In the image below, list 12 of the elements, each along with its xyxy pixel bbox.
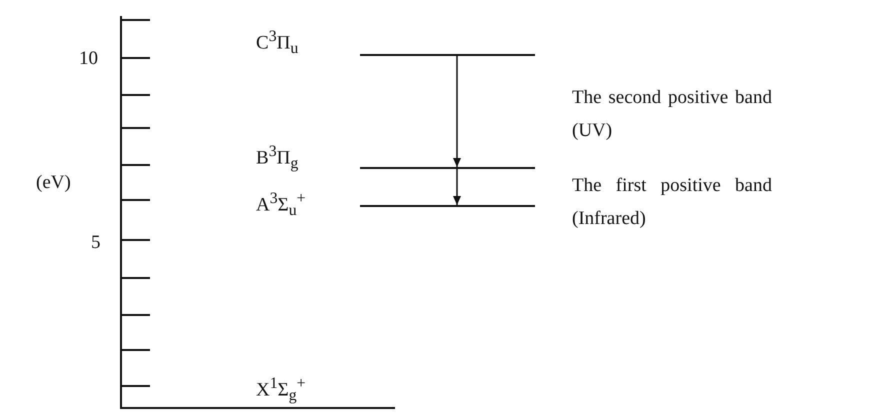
axis-value: 5 (91, 232, 100, 255)
axis-unit: (eV) (36, 172, 71, 195)
energy-level-line (360, 167, 535, 169)
energy-level-line (360, 54, 535, 56)
band-note: The first positive band (Infrared) (572, 174, 772, 231)
energy-level-line (360, 205, 535, 207)
axis-value: 10 (79, 48, 98, 71)
band-note: The second positive band (UV) (572, 86, 772, 143)
arrow (453, 169, 461, 205)
state-label: C$^{3}$Π$_{u}$ (256, 28, 298, 60)
arrow (453, 56, 461, 167)
state-label: B$^{3}$Π$_{g}$ (256, 143, 298, 174)
